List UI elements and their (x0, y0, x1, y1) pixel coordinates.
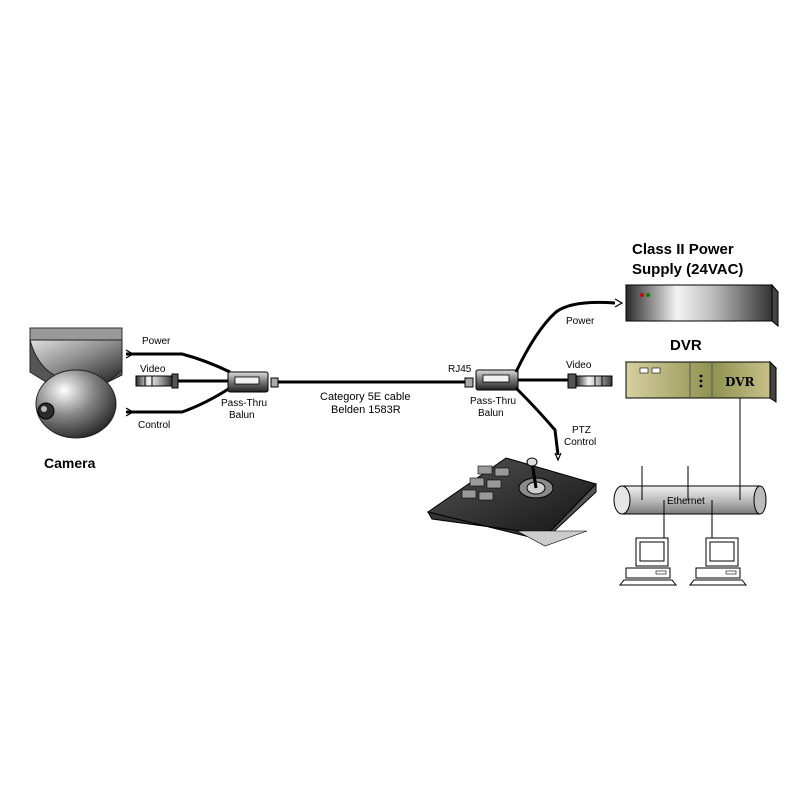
ptz-keyboard-icon (426, 457, 597, 547)
dvr-icon (624, 360, 778, 403)
left-balun-label-1: Pass-Thru (221, 398, 267, 409)
dvr-title: DVR (670, 337, 702, 354)
camera-leads (125, 349, 231, 417)
psu-power-lead-label: Power (566, 316, 595, 327)
camera-video-label: Video (140, 364, 166, 375)
psu-title-2: Supply (24VAC) (632, 261, 743, 278)
dvr-video-lead-label: Video (566, 360, 592, 371)
computer-icon (688, 537, 748, 586)
right-balun-label-2: Balun (478, 408, 504, 419)
dvr-badge: DVR (725, 375, 756, 389)
ethernet-network-icon (613, 398, 767, 540)
left-balun-label-2: Balun (229, 410, 255, 421)
dome-camera-icon (29, 327, 123, 439)
camera-power-label: Power (142, 336, 171, 347)
bnc-connector-right-icon (567, 373, 613, 389)
power-supply-icon (624, 283, 780, 328)
camera-label: Camera (44, 455, 96, 471)
right-balun-icon (464, 369, 519, 391)
rj45-label: RJ45 (448, 364, 472, 375)
psu-title-1: Class II Power (632, 241, 734, 258)
ptz-label-2: Control (564, 437, 596, 448)
camera-control-label: Control (138, 420, 170, 431)
bnc-connector-icon (135, 373, 179, 389)
computer-icon (618, 537, 678, 586)
ptz-label-1: PTZ (572, 425, 591, 436)
left-balun-icon (227, 371, 279, 393)
cable-label-1: Category 5E cable (320, 391, 411, 403)
ethernet-label: Ethernet (667, 496, 705, 507)
cable-label-2: Belden 1583R (331, 404, 401, 416)
right-leads (514, 300, 616, 456)
right-balun-label-1: Pass-Thru (470, 396, 516, 407)
